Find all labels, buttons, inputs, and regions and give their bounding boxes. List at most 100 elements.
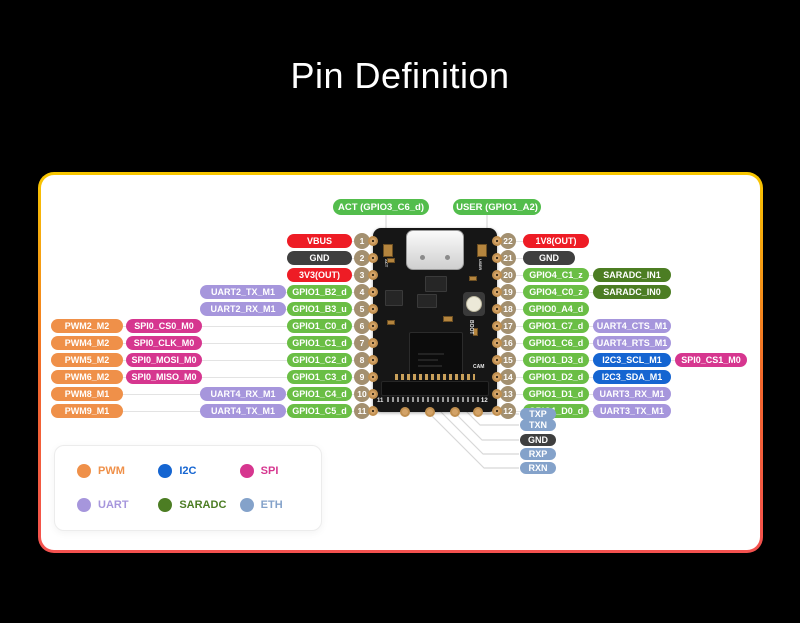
pin-function-label: SPI0_CS0_M0 xyxy=(126,319,202,333)
i2c-color-dot xyxy=(158,464,173,478)
pin12-silk-text: 12 xyxy=(481,398,488,404)
eth-pin-label: RXP xyxy=(520,448,556,460)
pin-function-label: SPI0_MISO_M0 xyxy=(126,370,202,384)
pin-function-label: GND xyxy=(287,251,352,265)
legend-label: SPI xyxy=(260,465,279,477)
castellation-pad xyxy=(425,407,435,417)
pin-function-label: 1V8(OUT) xyxy=(523,234,589,248)
passive-component xyxy=(469,276,477,281)
legend-item: UART xyxy=(77,488,158,522)
pin-function-label: PWM9_M1 xyxy=(51,404,123,418)
spi-color-dot xyxy=(239,464,254,478)
pin-function-label: GPIO1_D3_d xyxy=(523,353,589,367)
pin-function-label: PWM2_M2 xyxy=(51,319,123,333)
pin-function-label: GPIO4_C0_z xyxy=(523,285,589,299)
pin-number: 19 xyxy=(500,284,516,300)
pin-number: 1 xyxy=(354,233,370,249)
castellation-pad xyxy=(368,270,378,280)
castellation-pad xyxy=(368,253,378,263)
pin-function-label: UART4_TX_M1 xyxy=(200,404,286,418)
pin-function-label: GPIO4_C1_z xyxy=(523,268,589,282)
pin-function-label: GND xyxy=(523,251,575,265)
pin-number: 8 xyxy=(354,352,370,368)
pin-function-label: 3V3(OUT) xyxy=(287,268,352,282)
castellation-pad xyxy=(368,236,378,246)
boot-button xyxy=(463,292,485,316)
pin-function-label: VBUS xyxy=(287,234,352,248)
pin-function-label: UART4_RX_M1 xyxy=(200,387,286,401)
pin-function-label: GPIO1_D2_d xyxy=(523,370,589,384)
cam-silk-text: CAM xyxy=(473,364,485,370)
pin-function-label: UART4_RTS_M1 xyxy=(593,336,671,350)
pin-row-line xyxy=(59,377,363,378)
eth-pin-label: TXP xyxy=(520,408,556,420)
pin-number: 3 xyxy=(354,267,370,283)
small-ic xyxy=(385,290,403,306)
pin-function-label: I2C3_SDA_M1 xyxy=(593,370,671,384)
pin-number: 16 xyxy=(500,335,516,351)
user-led-label: USER (GPIO1_A2) xyxy=(453,199,541,215)
castellation-pad xyxy=(368,287,378,297)
camera-connector xyxy=(381,381,489,396)
legend-label: SARADC xyxy=(179,499,227,511)
pin-function-label: SPI0_MOSI_M0 xyxy=(126,353,202,367)
pin-function-label: SPI0_CLK_M0 xyxy=(126,336,202,350)
eth-pin-label: TXN xyxy=(520,419,556,431)
castellation-pad xyxy=(368,389,378,399)
castellation-pad xyxy=(368,338,378,348)
castellation-pad xyxy=(492,406,502,416)
pwm-color-dot xyxy=(77,464,91,478)
pin-function-label: GPIO1_C2_d xyxy=(287,353,352,367)
castellation-pad xyxy=(492,287,502,297)
camera-connector-teeth xyxy=(395,374,475,380)
pin-row-line xyxy=(59,326,363,327)
uart-color-dot xyxy=(77,498,91,512)
pin-number: 11 xyxy=(354,403,370,419)
pin-function-label: GPIO1_C5_d xyxy=(287,404,352,418)
pin-number: 21 xyxy=(500,250,516,266)
pin-function-label: GPIO1_C1_d xyxy=(287,336,352,350)
pin-number: 13 xyxy=(500,386,516,402)
passive-component xyxy=(473,328,478,336)
legend-label: ETH xyxy=(260,499,283,511)
castellation-pad xyxy=(492,270,502,280)
pin-number: 7 xyxy=(354,335,370,351)
legend-item: SARADC xyxy=(158,488,239,522)
pin-function-label: GPIO1_B3_u xyxy=(287,302,352,316)
castellation-pad xyxy=(450,407,460,417)
pin-function-label: SARADC_IN1 xyxy=(593,268,671,282)
pin-function-label: SPI0_CS1_M0 xyxy=(675,353,747,367)
castellation-pad xyxy=(492,338,502,348)
pin-number: 12 xyxy=(500,403,516,419)
passive-component xyxy=(387,320,395,325)
pin-function-label: I2C3_SCL_M1 xyxy=(593,353,671,367)
act-silk-text: ACT xyxy=(384,259,389,268)
small-ic xyxy=(425,276,447,292)
pin11-silk-text: 11 xyxy=(377,398,384,404)
castellation-pad xyxy=(492,304,502,314)
act-led xyxy=(383,244,393,257)
pin-number: 4 xyxy=(354,284,370,300)
castellation-pad xyxy=(368,321,378,331)
castellation-pad xyxy=(492,355,502,365)
pin-number: 2 xyxy=(354,250,370,266)
pin-row-line xyxy=(59,343,363,344)
pin-function-label: PWM5_M2 xyxy=(51,353,123,367)
pin-function-label: UART3_RX_M1 xyxy=(593,387,671,401)
legend-item: ETH xyxy=(239,488,321,522)
castellation-pad xyxy=(368,304,378,314)
small-ic xyxy=(417,294,437,308)
pin-function-label: UART2_RX_M1 xyxy=(200,302,286,316)
pin-function-label: UART4_CTS_M1 xyxy=(593,319,671,333)
castellation-pad xyxy=(492,253,502,263)
legend-item: PWM xyxy=(77,454,158,488)
page-title: Pin Definition xyxy=(290,55,510,96)
legend-item: SPI xyxy=(239,454,321,488)
pin-number: 22 xyxy=(500,233,516,249)
usb-c-connector xyxy=(406,230,464,270)
saradc-color-dot xyxy=(158,498,173,512)
pin-function-label: UART2_TX_M1 xyxy=(200,285,286,299)
castellation-pad xyxy=(400,407,410,417)
